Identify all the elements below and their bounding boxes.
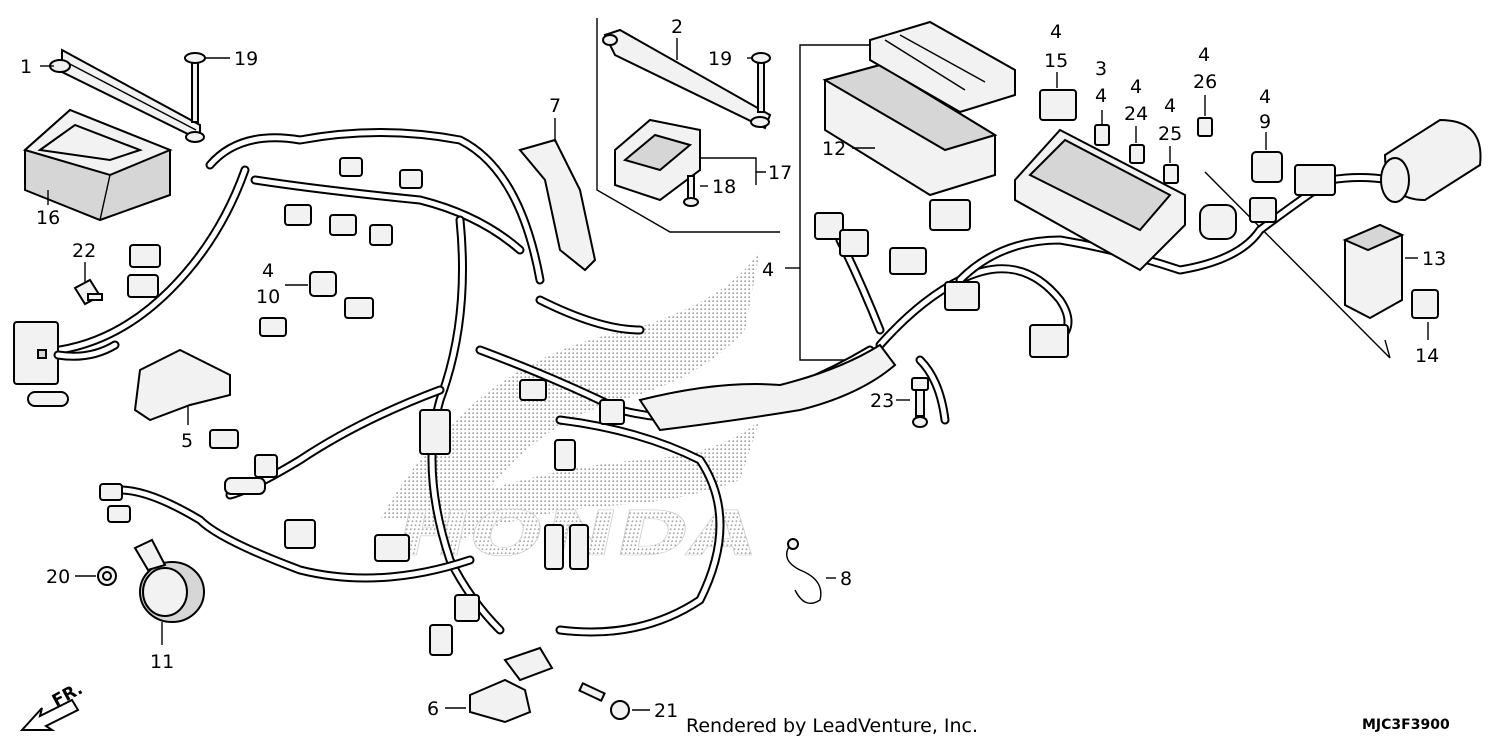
callout-22: 22 <box>72 240 96 262</box>
bracket-7 <box>518 138 597 272</box>
relay-15 <box>1039 89 1077 121</box>
fuse-3 <box>1094 124 1110 146</box>
group-bracket-fusebox <box>785 44 885 361</box>
callout-6: 6 <box>427 698 439 720</box>
callout-10: 10 <box>256 286 280 308</box>
callout-25: 25 <box>1158 123 1182 145</box>
callout-14: 14 <box>1415 345 1439 367</box>
horn-11 <box>133 538 205 623</box>
callout-4-relay-9: 4 <box>1259 86 1271 108</box>
callout-24: 24 <box>1124 103 1148 125</box>
callout-4-relay-15: 4 <box>1050 21 1062 43</box>
band-8 <box>786 538 822 604</box>
callout-4-fusebox-side: 4 <box>762 259 774 281</box>
callout-15: 15 <box>1044 50 1068 72</box>
callout-12: 12 <box>822 138 846 160</box>
leader-lines <box>40 38 1429 711</box>
group-bracket-relay <box>1204 171 1391 359</box>
callout-18: 18 <box>712 176 736 198</box>
callout-labels: 1 2 3 4 4 4 4 4 4 4 4 5 6 7 8 9 10 11 12… <box>20 16 1446 722</box>
front-direction-arrow: FR. <box>19 679 86 731</box>
diagram-code: MJC3F3900 <box>1362 717 1450 733</box>
group-bracket-upper <box>596 18 780 233</box>
bolt-19-left <box>184 52 206 143</box>
bracket-6 <box>469 646 554 724</box>
fuse-25 <box>1163 164 1179 184</box>
callout-4-fuse-24: 4 <box>1130 76 1142 98</box>
side-module <box>13 321 120 407</box>
callout-19-left: 19 <box>234 48 258 70</box>
callout-20: 20 <box>46 566 70 588</box>
harness-connectors <box>99 157 1336 656</box>
relay-socket-14 <box>1411 289 1439 319</box>
ecu-module-16 <box>22 108 173 222</box>
fuse-26 <box>1197 117 1213 137</box>
connector-10 <box>309 271 337 297</box>
cover-2 <box>602 28 772 130</box>
cylinder-component <box>1380 118 1482 203</box>
callout-7: 7 <box>549 95 561 117</box>
fuse-label-card <box>869 20 1016 114</box>
fuse-box-base <box>1014 128 1186 272</box>
bolt-22 <box>73 278 103 306</box>
screw-18 <box>683 175 699 207</box>
callout-11: 11 <box>150 651 174 673</box>
callout-16: 16 <box>36 207 60 229</box>
callout-9: 9 <box>1259 111 1271 133</box>
callout-4-fuse-26: 4 <box>1198 44 1210 66</box>
bolt-23 <box>911 377 929 428</box>
callout-13: 13 <box>1422 248 1446 270</box>
callout-19-right: 19 <box>708 48 732 70</box>
callout-8: 8 <box>840 568 852 590</box>
fuse-24 <box>1129 144 1145 164</box>
connector-holder-17 <box>614 118 701 202</box>
nut-20 <box>97 566 117 586</box>
callout-4-fuse-25: 4 <box>1164 95 1176 117</box>
relay-9 <box>1251 151 1283 183</box>
callout-1: 1 <box>20 56 32 78</box>
bracket-5 <box>133 348 231 422</box>
callout-21: 21 <box>654 700 678 722</box>
bolt-19-right <box>751 52 771 113</box>
callout-2: 2 <box>671 16 683 38</box>
callout-17: 17 <box>768 162 792 184</box>
callout-23: 23 <box>870 390 894 412</box>
bolt-21 <box>578 681 630 720</box>
callout-5: 5 <box>181 430 193 452</box>
callout-4-fuse-3: 4 <box>1095 85 1107 107</box>
callout-26: 26 <box>1193 71 1217 93</box>
relay-13 <box>1342 223 1405 320</box>
callout-3: 3 <box>1095 58 1107 80</box>
credit-text: Rendered by LeadVenture, Inc. <box>686 715 978 737</box>
callout-4-connector-10: 4 <box>262 260 274 282</box>
harness-tray <box>638 343 897 432</box>
